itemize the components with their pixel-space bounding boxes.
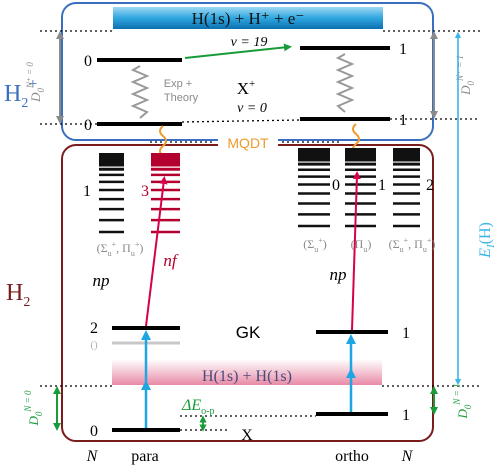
ion-limit-label: H(1s) + H⁺ + e⁻ [192,9,305,28]
exp-theory-line2: Theory [164,92,199,104]
orange-wiggle-para-icon [159,125,167,157]
x-level-ortho-n: 1 [402,407,410,424]
ion-level-para-v19-n: 0 [84,53,92,70]
ion-v0-dotted-mid [181,119,301,123]
ion-level-para-v0-n: 0 [84,117,92,134]
n-label-left: N [86,448,99,465]
d0-n1-label: D0N = 1 [452,384,473,420]
mqdt-background [218,135,278,151]
sym-label-ortho-sigma-pi: (Σu+, Πu+) [389,236,436,254]
rydberg-ortho-np0-limit-block [298,148,330,158]
rydberg-ortho-np1-n: 1 [378,177,386,194]
ortho-label: ortho [335,448,369,465]
d0-n0-label: D0N = 0 [23,390,44,426]
v19-arrow [184,43,292,59]
gk-para-paren: () [90,339,98,351]
delta-e-label: ΔEo-p [181,397,215,417]
rydberg-para-nf-n: 3 [141,183,149,200]
gk-level-ortho-n: 1 [402,325,410,342]
dissoc-limit-label: H(1s) + H(1s) [202,368,292,385]
xplus-label: X+ [237,78,256,98]
rydberg-para-np-limit-block [99,153,124,163]
rydberg-ortho-np2-n: 2 [426,177,434,194]
h2plus-label: H2+ [4,76,37,111]
ion-level-ortho-v0-n: 1 [399,112,407,129]
para-pink-arrow [145,176,168,327]
rydberg-ortho-np1-limit-block [345,148,376,158]
sym-label-para: (Σu+, Πu+) [97,240,144,258]
spring-ortho-icon [335,53,355,113]
ion-level-ortho-v19-n: 1 [399,41,407,58]
x-level-para-n: 0 [90,423,98,440]
rydberg-ortho-np0-n: 0 [332,177,340,194]
exp-theory-line1: Exp + [164,78,192,90]
ei-label: EI(H) [477,222,497,259]
d0-ion-n0-label: D0N⁺ = 0 [25,62,46,103]
ortho-pink-arrow [351,171,361,331]
gk-level-para-n: 2 [90,320,98,337]
np-label-ortho: np [330,265,347,284]
ion-limit-band [113,7,383,29]
rydberg-para-nf-limit-block [151,153,180,163]
sym-label-ortho-sigma: (Σu+) [303,236,327,254]
gk-label: GK [236,323,261,342]
h2-label: H2 [6,280,30,310]
rydberg-series [99,148,420,234]
v0-label: v = 0 [237,101,267,116]
para-label: para [131,448,159,465]
rydberg-para-np-n: 1 [83,183,91,200]
dissoc-limit-band [112,359,382,385]
n-label-right: N [401,448,414,465]
nf-label: nf [163,251,179,270]
np-label-para: np [93,271,110,290]
rydberg-ortho-np2-limit-block [393,148,420,158]
v19-label: v = 19 [231,35,268,50]
x-label: X [241,427,253,444]
spring-para-icon [130,65,150,119]
mqdt-label: MQDT [227,135,269,151]
